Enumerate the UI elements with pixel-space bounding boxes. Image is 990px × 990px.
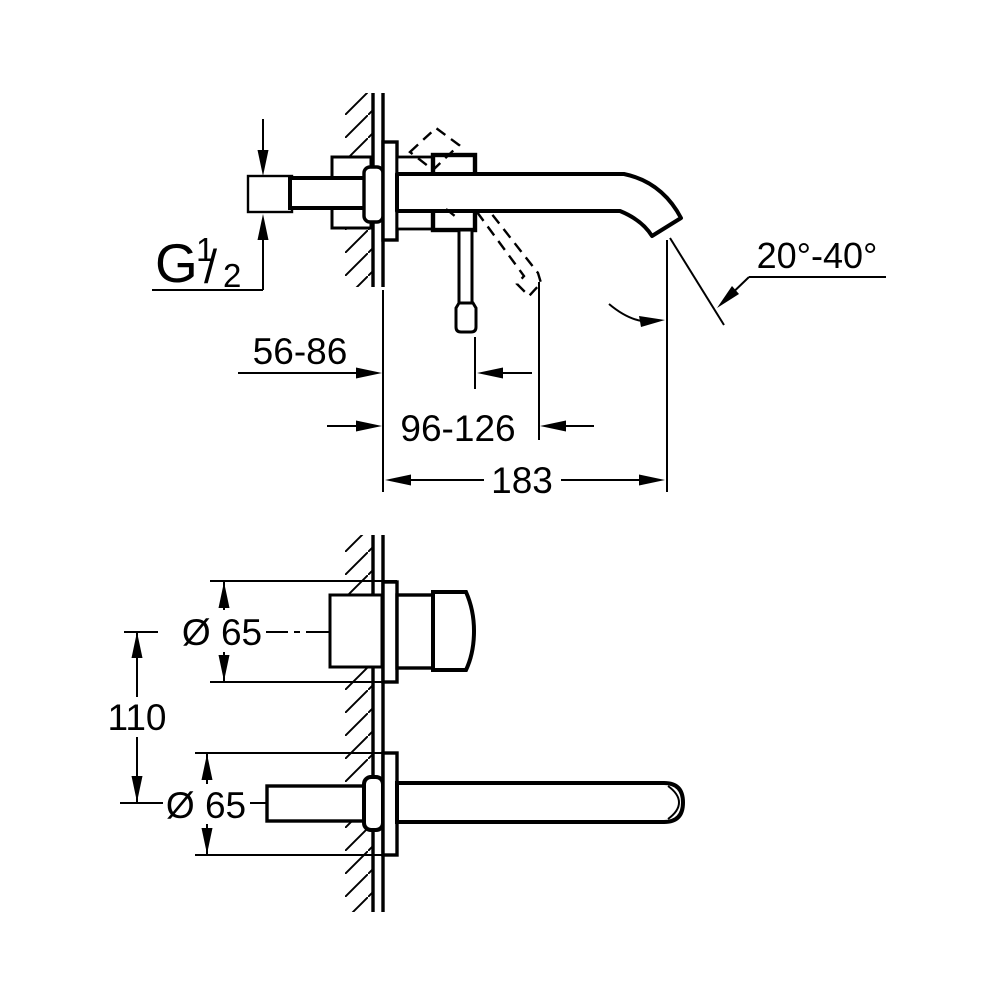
dim-56-86-arrow-left-icon	[477, 367, 503, 379]
handle-knob-cap	[431, 590, 477, 672]
spout-front	[395, 781, 686, 824]
dim-dia65-top-label-bg	[178, 610, 266, 650]
dim-110-label: 110	[108, 697, 167, 738]
dim-dia65-bottom-label: Ø 65	[166, 785, 246, 826]
supply-pipe	[246, 174, 294, 214]
thread-label-separator: /	[204, 240, 218, 293]
lever-tilted-position-dashed	[445, 208, 543, 298]
swivel-arc-arrow-icon	[639, 316, 665, 327]
dim-56-86-arrow-right-icon	[356, 367, 382, 379]
dim-96-126-arrow-right-icon	[356, 420, 382, 432]
dim-dia65-bottom-arrow-up-icon	[201, 754, 213, 780]
dim-110-label-bg	[105, 697, 171, 737]
dim-96-126-label: 96-126	[400, 408, 515, 449]
angle-leader-arrow-icon	[717, 286, 739, 308]
thread-arrow-up-icon	[257, 214, 269, 240]
lever-handle-paddle	[454, 301, 478, 334]
thread-arrow-down-icon	[257, 150, 269, 176]
thread-label-denominator: 2	[223, 257, 241, 294]
dim-110-arrow-down-icon	[131, 776, 143, 802]
cartridge-nub-side	[362, 165, 385, 224]
dim-183-label: 183	[491, 460, 553, 501]
thread-label-numerator: 1	[196, 231, 214, 268]
dim-dia65-top-label: Ø 65	[182, 612, 262, 653]
concealed-body-front	[328, 593, 384, 669]
dim-dia65-top-arrow-down-icon	[218, 655, 230, 681]
dim-110-arrow-up-icon	[131, 632, 143, 658]
thread-label-prefix: G	[155, 232, 198, 294]
supply-pipe-union	[288, 176, 368, 210]
dim-96-126-arrow-left-icon	[540, 420, 566, 432]
angle-reference-tick	[669, 237, 725, 326]
spout-tip-inner-arc	[667, 785, 681, 820]
dim-dia65-top-arrow-up-icon	[218, 582, 230, 608]
escutcheon-side	[381, 140, 399, 242]
dim-183-arrow-right-icon	[639, 474, 665, 486]
lever-open-position-dashed	[408, 126, 461, 172]
dim-angle-label: 20°-40°	[757, 235, 878, 276]
lever-handle-stem	[457, 228, 474, 306]
dim-183-arrow-left-icon	[385, 474, 411, 486]
escutcheon-spout-front	[381, 751, 399, 857]
dim-56-86-label: 56-86	[253, 331, 348, 372]
side-view: G 1 / 2 56-86 96-126 183 20°-40°	[152, 93, 886, 501]
dim-dia65-bottom-label-bg	[164, 784, 250, 824]
dim-dia65-bottom-arrow-down-icon	[201, 828, 213, 854]
lower-neck	[395, 209, 435, 231]
front-view: 110 Ø 65 Ø 65	[105, 535, 686, 912]
handle-knob	[395, 593, 435, 670]
spout-side	[395, 172, 683, 238]
supply-pipe-front	[265, 784, 369, 823]
escutcheon-handle-front	[381, 580, 399, 684]
valve-nub-front	[362, 775, 385, 832]
